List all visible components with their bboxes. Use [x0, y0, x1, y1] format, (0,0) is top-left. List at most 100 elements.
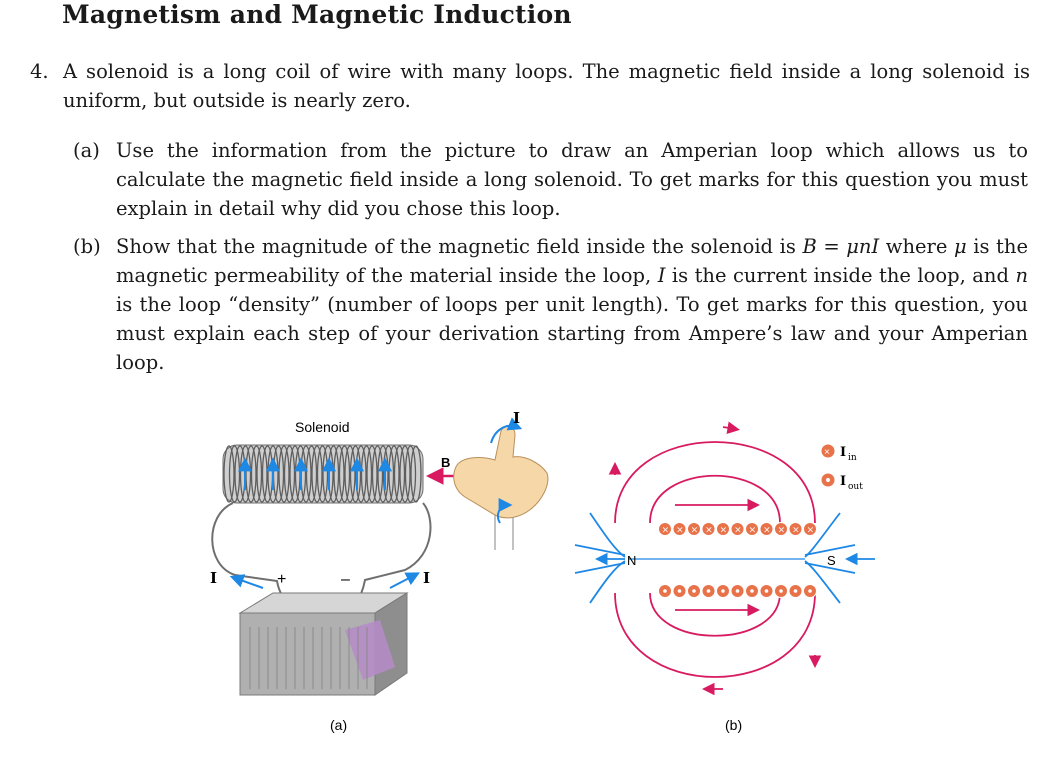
coil-turn: [410, 445, 422, 503]
current-symbol: I: [657, 264, 666, 287]
current-out-mark: [779, 589, 783, 593]
coil-turn: [283, 445, 296, 503]
current-label-right: I: [423, 569, 430, 587]
legend: × I in I out: [820, 443, 863, 492]
field-lines-red: [608, 421, 822, 696]
plus-label: +: [277, 571, 286, 588]
current-out-mark: [692, 589, 696, 593]
current-in-icon: ×: [824, 447, 830, 458]
coil-turn: [316, 445, 329, 503]
coil-turn: [366, 445, 378, 503]
hand-current-label: I: [513, 409, 520, 427]
current-out-mark: [735, 589, 740, 593]
wire-in: [788, 522, 803, 536]
current-out-mark: [677, 589, 682, 593]
page-title: Magnetism and Magnetic Induction: [62, 0, 572, 29]
current-in-mark: ×: [792, 526, 800, 536]
current-out-mark: [663, 589, 667, 593]
right-hand-icon: [453, 417, 549, 550]
current-out-mark: [750, 589, 754, 593]
part-a-text: Use the information from the picture to …: [116, 139, 1028, 220]
part-b-text: Show that the magnitude of the magnetic …: [116, 232, 1028, 377]
solenoid-figure: Solenoid B I I I + – (a): [195, 405, 895, 750]
coil-turn: [228, 445, 241, 503]
legend-in-sub: in: [848, 453, 857, 463]
current-out-mark: [721, 589, 725, 593]
current-in-mark: ×: [807, 526, 815, 536]
coil-turn: [278, 445, 290, 503]
coil-turn: [294, 445, 307, 503]
legend-out-sub: out: [848, 482, 863, 492]
part-a: (a) Use the information from the picture…: [73, 136, 1028, 223]
wire-in: [803, 522, 817, 536]
coil-turn: [382, 445, 395, 503]
coil-turn: [267, 445, 279, 503]
wire-in: [658, 522, 672, 536]
current-out-mark: [764, 589, 769, 593]
current-in-mark: ×: [720, 526, 728, 536]
n-symbol: n: [1015, 264, 1028, 287]
wire-left: [211, 502, 291, 606]
current-in-mark: ×: [662, 526, 670, 536]
current-arrow-right: [389, 572, 420, 589]
coil-turn: [250, 445, 263, 503]
current-out-mark: [793, 589, 798, 593]
current-in-mark: ×: [749, 526, 757, 536]
current-out-icon: [826, 478, 830, 482]
wire-in: [672, 522, 687, 536]
solenoid-label: Solenoid: [295, 419, 350, 435]
current-arrow-left: [229, 574, 264, 589]
mu-symbol: μ: [953, 235, 967, 258]
wire-in: [687, 522, 701, 536]
part-b-text-3: is the magnetic permeability of the mate…: [116, 235, 1028, 287]
coil-turn: [393, 445, 406, 503]
coil-turn: [388, 445, 400, 503]
part-a-label: (a): [73, 139, 100, 162]
north-pole-label: N: [627, 553, 636, 568]
part-b-text-4: is the current inside the loop, and: [665, 264, 1016, 287]
wire-in: [716, 522, 730, 536]
coil-turn: [338, 445, 351, 503]
coil-turn: [256, 445, 268, 503]
coil-turn: [349, 445, 362, 503]
wire-in: [774, 522, 788, 536]
coil-turn: [399, 445, 411, 503]
field-lines-blue: [574, 512, 875, 604]
coil-turn: [377, 445, 389, 503]
wire-in: [745, 522, 759, 536]
current-in-mark: ×: [691, 526, 699, 536]
coil-turn: [322, 445, 334, 503]
part-b-text-2: where: [879, 235, 954, 258]
coil-turn: [371, 445, 384, 503]
legend-in-label: I: [840, 445, 846, 460]
question-text: A solenoid is a long coil of wire with m…: [63, 60, 1030, 112]
coil-turn: [223, 445, 235, 503]
solenoid-cross-section: ×××××××××××: [658, 522, 817, 598]
caption-b: (b): [725, 717, 742, 733]
coil-turn: [239, 445, 252, 503]
solenoid-coil: [222, 444, 424, 504]
question-number: 4.: [30, 60, 49, 83]
part-b-text-5: is the loop “density” (number of loops p…: [116, 293, 1028, 374]
current-out-mark: [706, 589, 711, 593]
current-in-mark: ×: [778, 526, 786, 536]
wire-in: [759, 522, 774, 536]
battery: [238, 592, 409, 696]
question-4: 4. A solenoid is a long coil of wire wit…: [30, 57, 1030, 115]
part-b: (b) Show that the magnitude of the magne…: [73, 232, 1028, 377]
part-b-text-1: Show that the magnitude of the magnetic …: [116, 235, 803, 258]
coil-turn: [344, 445, 356, 503]
formula: B = μnI: [802, 235, 880, 258]
current-in-mark: ×: [734, 526, 742, 536]
caption-a: (a): [330, 717, 347, 733]
coil-turn: [333, 445, 345, 503]
current-label-left: I: [210, 569, 217, 587]
legend-out-label: I: [840, 474, 846, 489]
wire-in: [701, 522, 716, 536]
b-field-label: B: [441, 455, 450, 470]
current-out-mark: [808, 589, 812, 593]
coil-turn: [360, 445, 373, 503]
minus-label: –: [341, 571, 350, 588]
wire-in: [730, 522, 745, 536]
current-in-mark: ×: [763, 526, 771, 536]
